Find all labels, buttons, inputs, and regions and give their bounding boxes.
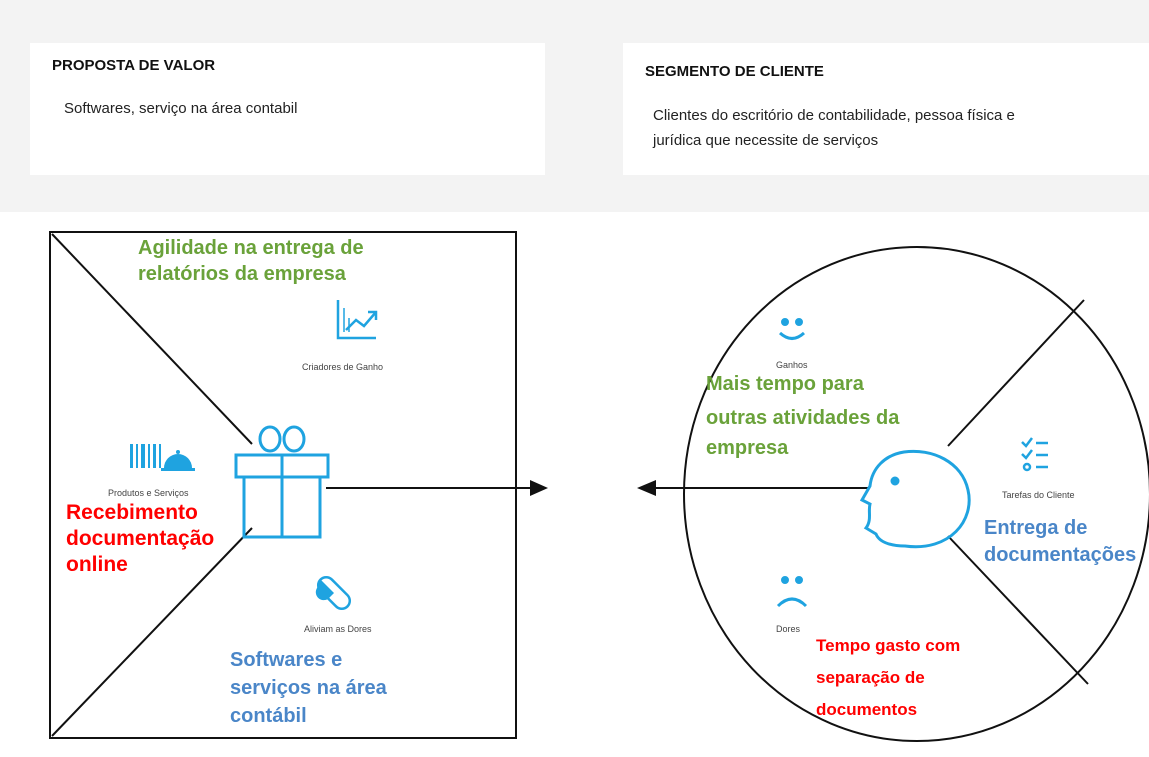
pill-icon <box>315 575 352 611</box>
gain-creators-note-line2: relatórios da empresa <box>138 263 346 285</box>
products-note-line3: online <box>66 553 128 576</box>
smile-icon <box>778 318 806 340</box>
gain-creators-note-line1: Agilidade na entrega de <box>138 237 364 259</box>
pain-relievers-label: Aliviam as Dores <box>304 624 372 634</box>
pains-note-line1: Tempo gasto com <box>816 636 961 655</box>
gift-icon <box>234 425 330 539</box>
sad-face-icon <box>776 576 808 608</box>
segmento-card: SEGMENTO DE CLIENTE Clientes do escritór… <box>623 43 1149 175</box>
arrow-right-head <box>530 480 548 496</box>
profile-divider-upper <box>947 299 1085 447</box>
barcode-bell-icon <box>130 444 195 471</box>
gains-note-line3: empresa <box>706 437 789 459</box>
profile-divider-lower <box>947 535 1089 685</box>
pains-label: Dores <box>776 624 801 634</box>
gains-note-line1: Mais tempo para <box>706 373 864 395</box>
jobs-label: Tarefas do Cliente <box>1002 490 1075 500</box>
value-map-divider-upper <box>51 233 253 445</box>
products-note-line2: documentação <box>66 527 215 550</box>
gain-creators-label: Criadores de Ganho <box>302 362 384 372</box>
products-label: Produtos e Serviços <box>108 488 189 498</box>
proposta-title: PROPOSTA DE VALOR <box>52 57 216 74</box>
jobs-note-line2: documentações <box>984 544 1137 566</box>
products-note-line1: Recebimento <box>66 501 198 524</box>
jobs-note-line1: Entrega de <box>984 517 1088 539</box>
value-map-divider-lower <box>51 527 253 737</box>
segmento-text-line2: jurídica que necessite de serviços <box>653 132 879 149</box>
pains-note-line2: separação de <box>816 668 925 687</box>
pain-relievers-note-line1: Softwares e <box>230 649 343 671</box>
checklist-icon <box>1021 437 1048 472</box>
customer-profile-circle <box>683 246 1149 742</box>
pain-relievers-note-line2: serviços na área <box>230 677 387 699</box>
gains-label: Ganhos <box>776 360 808 370</box>
proposta-card: PROPOSTA DE VALOR Softwares, serviço na … <box>30 43 545 175</box>
pains-note-line3: documentos <box>816 700 918 719</box>
arrow-left-head <box>637 480 656 496</box>
segmento-title: SEGMENTO DE CLIENTE <box>645 63 824 80</box>
value-map-square <box>49 231 517 739</box>
customer-face-icon <box>859 449 971 549</box>
growth-chart-icon <box>336 300 378 340</box>
segmento-text-line1: Clientes do escritório de contabilidade,… <box>653 107 1015 124</box>
pain-relievers-note-line3: contábil <box>230 705 307 727</box>
proposta-text: Softwares, serviço na área contabil <box>64 100 298 117</box>
gains-note-line2: outras atividades da <box>706 407 900 429</box>
